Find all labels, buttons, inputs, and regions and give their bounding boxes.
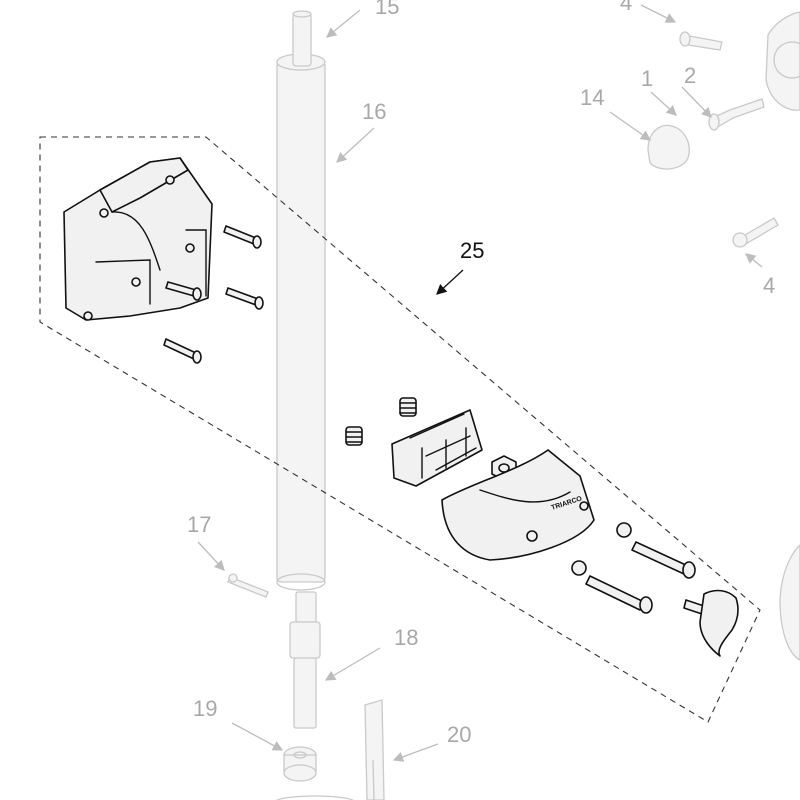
- screw-4-top: [679, 31, 723, 51]
- callout-20: 20: [447, 722, 471, 747]
- callout-17: 17: [187, 512, 211, 537]
- screw-4-right: [732, 217, 779, 248]
- screw-set-housing: [163, 225, 264, 364]
- callout-15: 15: [375, 0, 399, 19]
- screw-2: [708, 98, 765, 131]
- assembly-25-boundary: [39, 136, 761, 723]
- callout-19: 19: [193, 696, 217, 721]
- washers-and-bolts: [571, 522, 696, 614]
- callout-2: 2: [684, 63, 696, 88]
- callout-18: 18: [394, 625, 418, 650]
- callout-4-top: 4: [620, 0, 632, 15]
- springs: [345, 397, 417, 446]
- leader-lines: [197, 4, 763, 762]
- wing-knob: [683, 589, 739, 657]
- callout-14: 14: [580, 85, 604, 110]
- bowl-14: [647, 124, 690, 170]
- motor-housing-top: [765, 11, 800, 111]
- base-plate-bottom: [275, 795, 355, 800]
- callout-4-right: 4: [763, 273, 775, 298]
- collar-19: [283, 746, 317, 782]
- clamp-jaw-body: TRIARCO: [441, 449, 595, 561]
- top-shaft-15: [292, 10, 312, 67]
- toothed-jaw: [391, 409, 483, 487]
- callout-25: 25: [460, 238, 484, 263]
- callout-16: 16: [362, 99, 386, 124]
- motor-housing-bottom: [779, 544, 800, 661]
- pin-17: [227, 573, 269, 598]
- strip-20: [364, 699, 385, 800]
- lower-shaft-18: [289, 591, 321, 729]
- vertical-column-16: [276, 53, 326, 591]
- clamp-housing: [63, 157, 213, 321]
- callout-1: 1: [641, 66, 653, 91]
